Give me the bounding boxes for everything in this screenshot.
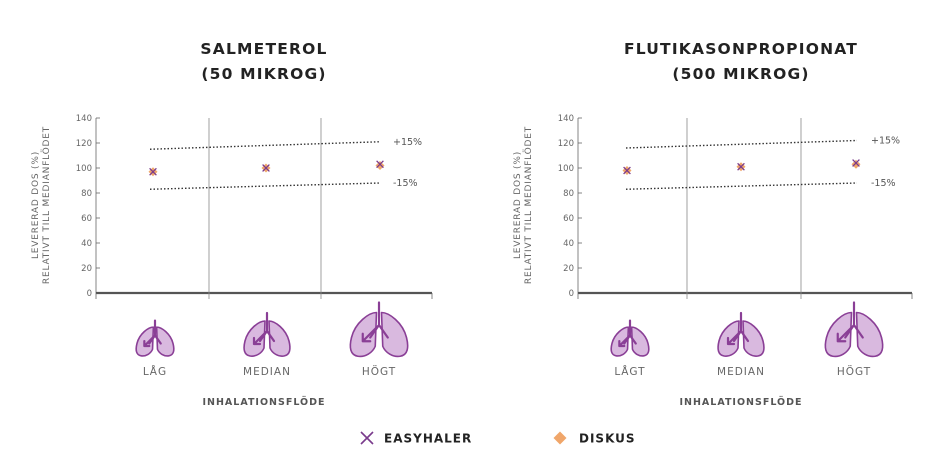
lower-limit-line bbox=[625, 182, 858, 190]
airflow-arrow bbox=[361, 325, 379, 343]
data-point-easyhaler bbox=[737, 162, 745, 171]
y-tick-label: 120 bbox=[76, 139, 92, 149]
y-tick-label: 60 bbox=[81, 214, 92, 224]
x-axis-label: INHALATIONSFLÖDE bbox=[203, 397, 326, 408]
x-category-label: LÅGT bbox=[614, 365, 645, 378]
legend-label-easyhaler: EASYHALER bbox=[384, 432, 472, 446]
y-tick-label: 0 bbox=[87, 289, 92, 299]
right-lobe bbox=[268, 320, 291, 357]
x-category-label: HÖGT bbox=[837, 365, 871, 378]
lung-icon bbox=[349, 301, 409, 358]
y-tick-label: 20 bbox=[563, 264, 574, 274]
legend-label-diskus: DISKUS bbox=[579, 432, 636, 446]
upper-limit-line bbox=[149, 141, 381, 150]
lower-limit-label: -15% bbox=[393, 178, 418, 189]
y-tick-label: 40 bbox=[81, 239, 92, 249]
airflow-arrow bbox=[143, 335, 156, 348]
right-lobe bbox=[855, 311, 884, 358]
legend-marker-diskus bbox=[553, 431, 567, 445]
y-tick-label: 80 bbox=[81, 189, 92, 199]
chart-panel-1: SALMETEROL (50 MIKROG) LEVERERAD DOS (%)RE… bbox=[31, 40, 433, 408]
airflow-arrow bbox=[618, 335, 631, 348]
chart-subtitle: (50 MIKROG) bbox=[201, 65, 326, 83]
chart-title: FLUTIKASONPROPIONAT bbox=[624, 40, 858, 58]
y-axis-label: LEVERERAD DOS (%)RELATIVT TILL MEDIANFLÖ… bbox=[31, 126, 52, 284]
upper-limit-label: +15% bbox=[871, 136, 900, 147]
lower-limit-line bbox=[149, 182, 381, 190]
y-tick-label: 140 bbox=[558, 114, 574, 124]
data-point-easyhaler bbox=[376, 160, 384, 169]
y-tick-label: 140 bbox=[76, 114, 92, 124]
data-point-diskus bbox=[851, 159, 861, 169]
data-point-easyhaler bbox=[262, 164, 270, 172]
y-tick-label: 60 bbox=[563, 214, 574, 224]
chart-subtitle: (500 MIKROG) bbox=[672, 65, 809, 83]
x-axis-label: INHALATIONSFLÖDE bbox=[680, 397, 803, 408]
airflow-arrow bbox=[726, 330, 742, 346]
upper-limit-label: +15% bbox=[393, 137, 422, 148]
y-tick-label: 100 bbox=[558, 164, 574, 174]
legend: EASYHALER DISKUS bbox=[360, 431, 636, 446]
lower-limit-label: -15% bbox=[871, 178, 896, 189]
x-category-label: LÅG bbox=[143, 365, 167, 378]
y-axis-label-line1: LEVERERAD DOS (%) bbox=[513, 151, 523, 259]
y-tick-label: 120 bbox=[558, 139, 574, 149]
y-tick-label: 0 bbox=[569, 289, 574, 299]
upper-limit-line bbox=[625, 139, 858, 149]
y-tick-label: 100 bbox=[76, 164, 92, 174]
lung-icon bbox=[135, 319, 175, 357]
x-category-label: MEDIAN bbox=[717, 366, 765, 378]
y-tick-label: 80 bbox=[563, 189, 574, 199]
data-point-easyhaler bbox=[149, 167, 157, 176]
lung-icon bbox=[824, 301, 884, 358]
y-tick-label: 20 bbox=[81, 264, 92, 274]
chart-title: SALMETEROL bbox=[200, 40, 327, 58]
x-category-label: MEDIAN bbox=[243, 366, 291, 378]
data-point-easyhaler bbox=[852, 159, 860, 167]
airflow-arrow bbox=[252, 330, 268, 346]
right-lobe bbox=[742, 320, 765, 357]
legend-marker-easyhaler bbox=[360, 431, 374, 445]
x-category-label: HÖGT bbox=[362, 365, 396, 378]
y-axis-label-line1: LEVERERAD DOS (%) bbox=[31, 151, 41, 259]
y-tick-label: 40 bbox=[563, 239, 574, 249]
y-axis-label-line2: RELATIVT TILL MEDIANFLÖDET bbox=[523, 126, 534, 284]
right-lobe bbox=[380, 311, 409, 358]
lung-icon bbox=[243, 311, 291, 357]
lung-icon bbox=[717, 311, 765, 357]
chart-panel-2: FLUTIKASONPROPIONAT (500 MIKROG) LEVERERAD… bbox=[513, 40, 913, 408]
right-lobe bbox=[630, 326, 650, 357]
data-point-diskus bbox=[375, 161, 385, 170]
y-axis-label: LEVERERAD DOS (%)RELATIVT TILL MEDIANFLÖ… bbox=[513, 126, 534, 284]
right-lobe bbox=[155, 326, 175, 357]
airflow-arrow bbox=[836, 325, 854, 343]
y-axis-label-line2: RELATIVT TILL MEDIANFLÖDET bbox=[41, 126, 52, 284]
lung-icon bbox=[610, 319, 650, 357]
data-point-easyhaler bbox=[623, 166, 631, 175]
